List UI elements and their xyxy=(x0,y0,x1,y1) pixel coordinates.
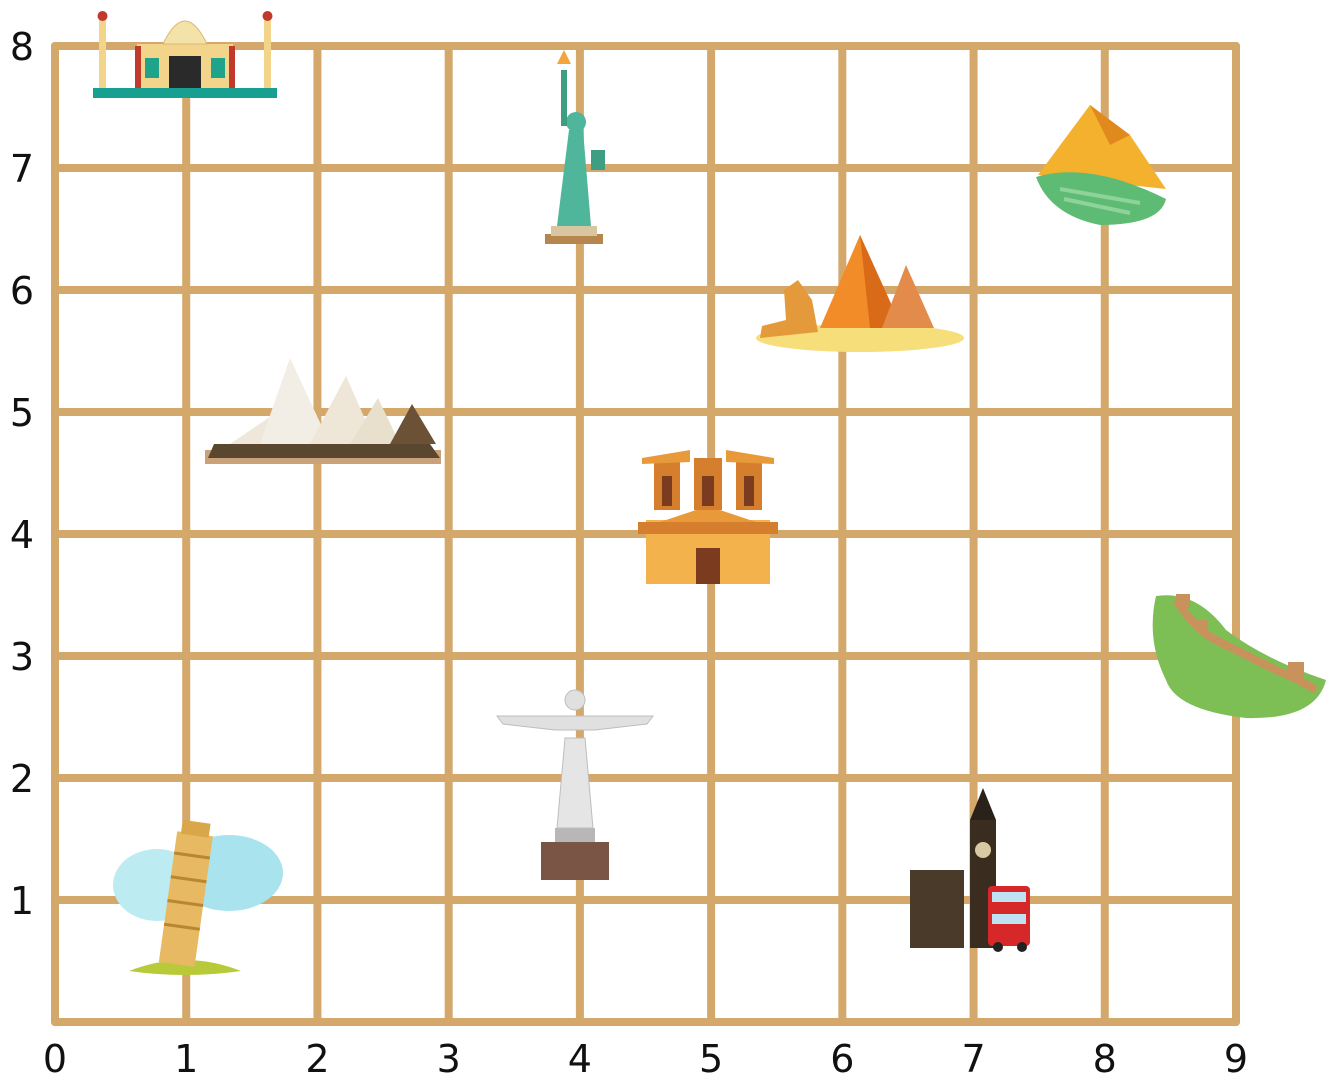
y-tick-label: 5 xyxy=(10,391,34,435)
machu-picchu-icon xyxy=(1036,105,1166,225)
x-axis-labels: 0 1 2 3 4 5 6 7 8 9 xyxy=(43,1037,1248,1078)
y-tick-label: 6 xyxy=(10,269,34,313)
statue-of-liberty-icon xyxy=(545,50,605,244)
x-tick-label: 5 xyxy=(699,1037,723,1078)
x-tick-label: 4 xyxy=(568,1037,592,1078)
x-tick-label: 9 xyxy=(1224,1037,1248,1078)
y-axis-labels: 1 2 3 4 5 6 7 8 xyxy=(10,25,34,923)
x-tick-label: 8 xyxy=(1093,1037,1117,1078)
y-tick-label: 2 xyxy=(10,757,34,801)
y-tick-label: 3 xyxy=(10,635,34,679)
x-tick-label: 7 xyxy=(961,1037,985,1078)
y-tick-label: 8 xyxy=(10,25,34,69)
taj-mahal-icon xyxy=(93,11,277,98)
christ-the-redeemer-icon xyxy=(497,690,653,880)
y-tick-label: 1 xyxy=(10,879,34,923)
petra-treasury-icon xyxy=(638,450,778,584)
x-tick-label: 1 xyxy=(174,1037,198,1078)
x-tick-label: 6 xyxy=(830,1037,854,1078)
y-tick-label: 4 xyxy=(10,513,34,557)
x-tick-label: 2 xyxy=(305,1037,329,1078)
y-tick-label: 7 xyxy=(10,147,34,191)
leaning-tower-of-pisa-icon xyxy=(113,819,283,975)
x-tick-label: 3 xyxy=(437,1037,461,1078)
x-tick-label: 0 xyxy=(43,1037,67,1078)
